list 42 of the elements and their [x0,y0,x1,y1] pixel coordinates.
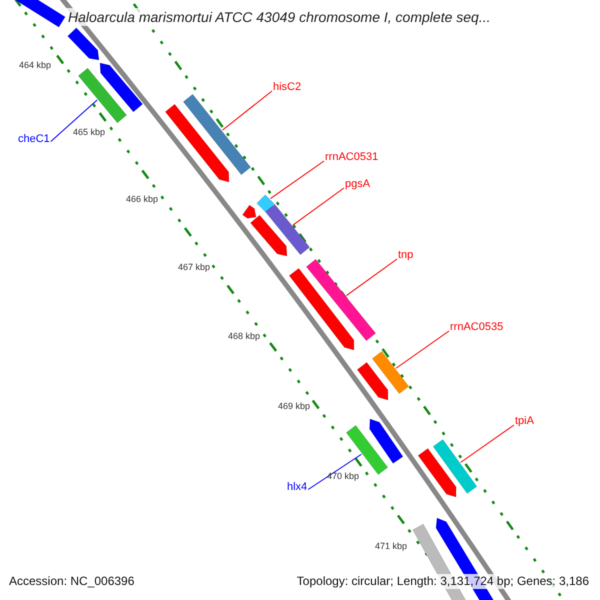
gene-label: rrnAC0535 [450,321,504,334]
leader-line [308,454,362,490]
gene-bar [78,68,127,124]
gene-label: cheC1 [18,133,50,146]
gene-bar [100,62,143,112]
leader-line [222,90,272,131]
gene-bar [289,268,354,350]
gene-label: hlx4 [287,481,308,494]
gene-bar [256,194,274,212]
gene-label: pgsA [345,178,370,191]
gene-bar [356,362,388,400]
position-label: 469 kbp [278,401,310,412]
gene-bar [165,104,230,182]
gene-bar [250,214,288,256]
position-label: 467 kbp [178,262,210,273]
gene-bar [432,439,478,494]
gene-label: tnp [398,249,414,262]
position-label: 470 kbp [327,471,360,482]
gene-bar [67,28,100,60]
position-label: 466 kbp [126,194,158,205]
position-label: 471 kbp [375,541,408,552]
gene-bar [183,94,251,175]
leader-line [270,160,324,200]
accession-text: Accession: NC_006396 [9,574,134,589]
leader-line [396,330,450,369]
gene-bar [418,448,456,498]
gene-label: tpiA [515,415,534,428]
gene-bar [369,418,404,464]
gene-label: rrnAC0531 [325,151,378,164]
gene-bar [242,204,256,219]
leader-line [50,99,98,142]
leader-line [292,188,344,226]
position-label: 468 kbp [228,331,260,342]
leader-line [460,424,514,463]
genome-summary-text: Topology: circular; Length: 3,131,724 bp; Genes: 3,186 [294,574,591,589]
gene-label: hisC2 [273,81,302,94]
leader-line [346,258,398,296]
position-label: 465 kbp [73,127,106,138]
gene-bar [306,258,376,342]
gene-bar [372,351,409,394]
position-label: 464 kbp [19,60,52,71]
gene-bar [265,204,310,256]
